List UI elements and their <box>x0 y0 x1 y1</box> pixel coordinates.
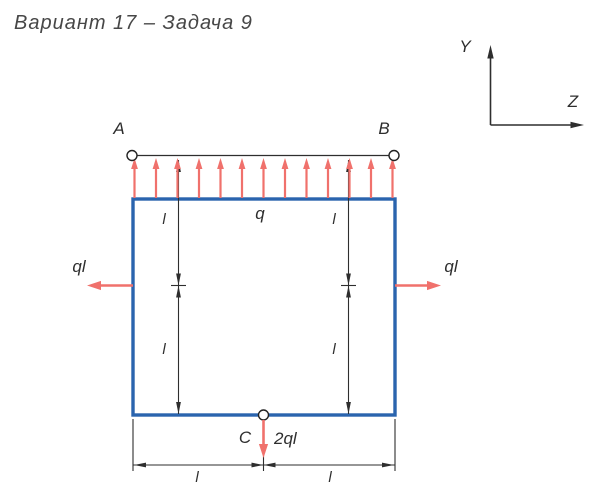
point-b-label: B <box>378 119 389 138</box>
load-arrowhead-icon <box>281 158 289 169</box>
frame-outline <box>131 197 397 417</box>
load-arrowhead-icon <box>346 158 353 169</box>
load-arrowhead-icon <box>238 158 246 169</box>
load-arrowhead-icon <box>131 158 138 169</box>
load-arrowhead-icon <box>367 158 375 169</box>
right-force-arrowhead-icon <box>427 280 441 291</box>
load-arrowhead-icon <box>324 158 332 169</box>
bottom-force-arrowhead-icon <box>258 444 269 458</box>
dim-arrowhead-icon <box>176 273 181 286</box>
distributed-load-arrows <box>131 158 396 198</box>
dim-arrowhead-icon <box>346 285 351 298</box>
left-force-label: ql <box>72 257 86 276</box>
dim-label-right-lower: l <box>332 341 336 358</box>
left-force: ql <box>72 257 133 291</box>
load-arrowhead-icon <box>152 158 160 169</box>
load-arrowhead-icon <box>217 158 224 169</box>
dim-arrowhead-icon <box>176 285 181 298</box>
dim-label-left-upper: l <box>162 211 166 228</box>
hinge-points <box>126 149 400 421</box>
coordinate-axes: Y Z <box>459 37 584 129</box>
point-c-label: C <box>239 428 252 447</box>
dim-label-right-upper: l <box>332 211 336 228</box>
dim-arrowhead-icon <box>346 273 351 286</box>
bottom-force: 2ql <box>258 420 298 458</box>
dim-label-left-lower: l <box>162 341 166 358</box>
dim-arrowhead-icon <box>134 462 146 468</box>
z-axis-arrowhead-icon <box>570 121 584 129</box>
hinge-a-icon <box>126 149 138 162</box>
hinge-c-icon <box>257 409 270 421</box>
dim-arrowhead-icon <box>263 462 276 468</box>
y-axis-arrowhead-icon <box>487 45 494 59</box>
dim-arrowhead-icon <box>251 462 264 468</box>
dim-arrowhead-icon <box>176 402 181 414</box>
load-arrowhead-icon <box>260 158 267 169</box>
load-arrowhead-icon <box>195 158 203 169</box>
load-arrowhead-icon <box>303 158 310 169</box>
dim-label-bottom-right: l <box>328 469 332 486</box>
load-arrowhead-icon <box>174 158 181 169</box>
distributed-load-label: q <box>255 204 265 223</box>
hinge-b-icon <box>388 149 400 162</box>
left-force-arrowhead-icon <box>87 280 101 291</box>
load-arrowhead-icon <box>389 158 396 169</box>
bottom-force-label: 2ql <box>273 429 298 448</box>
dim-arrowhead-icon <box>382 462 394 468</box>
right-force-label: ql <box>444 257 458 276</box>
y-axis-label: Y <box>459 37 472 56</box>
z-axis-label: Z <box>567 92 579 111</box>
right-force: ql <box>395 257 459 291</box>
dim-arrowhead-icon <box>346 402 351 414</box>
dim-label-bottom-left: l <box>195 469 199 486</box>
page-title: Вариант 17 – Задача 9 <box>14 12 253 34</box>
point-a-label: A <box>112 119 124 138</box>
